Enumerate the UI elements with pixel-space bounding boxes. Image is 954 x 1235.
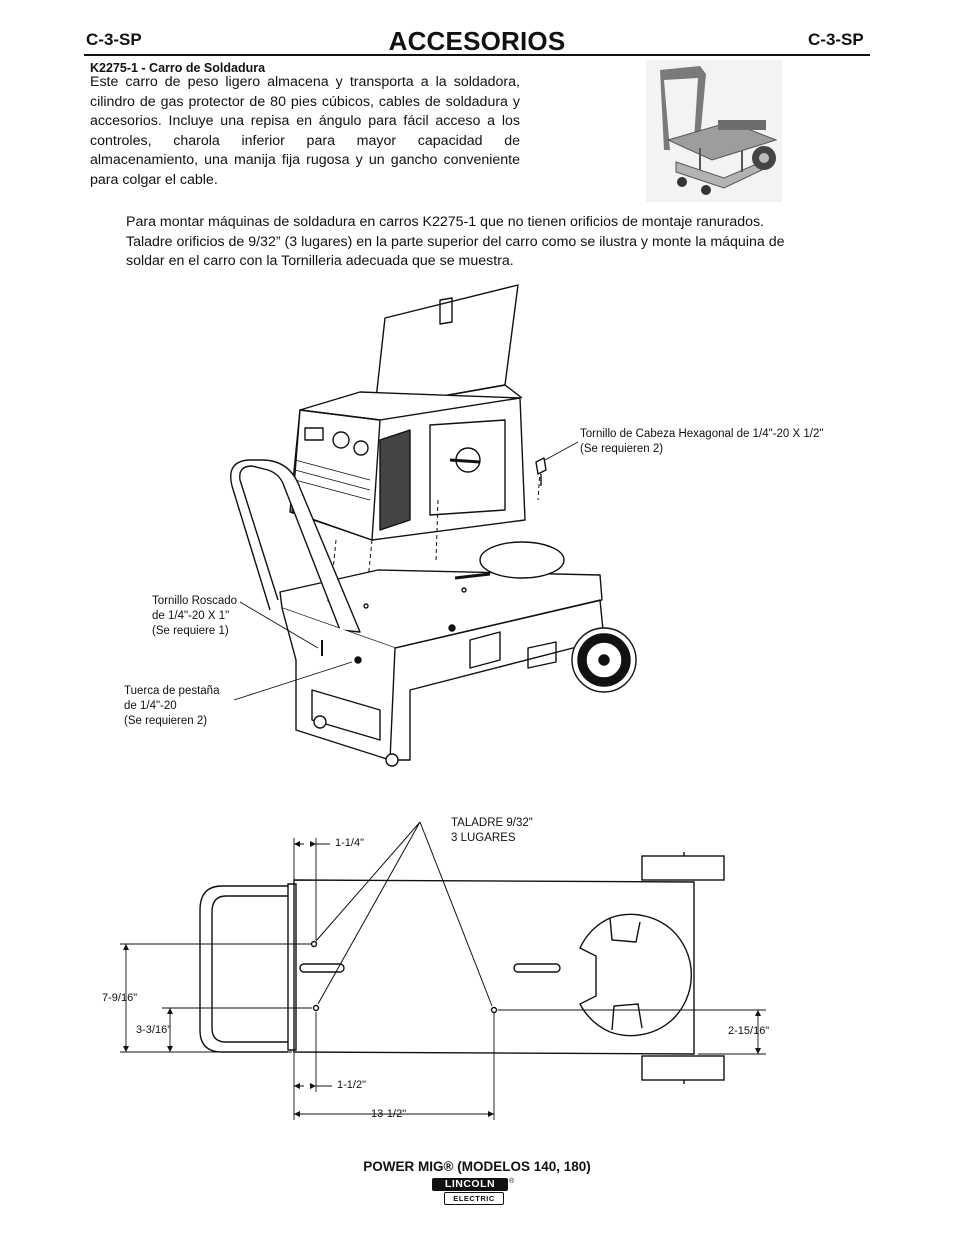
dimension-3-3-16: 3-3/16"	[136, 1024, 172, 1036]
dimension-2-15-16: 2-15/16"	[728, 1025, 770, 1037]
hex-screw-callout-line2: (Se requieren 2)	[580, 443, 664, 455]
logo-bottom-text: ELECTRIC	[444, 1192, 504, 1205]
lincoln-electric-logo: LINCOLN ELECTRIC ®	[432, 1178, 515, 1208]
section-heading: K2275-1 - Carro de Soldadura	[90, 61, 266, 75]
drill-note-line1: TALADRE 9/32"	[451, 817, 533, 829]
dimension-13-1-2: 13-1/2"	[371, 1108, 407, 1120]
hex-screw-callout-line1: Tornillo de Cabeza Hexagonal de 1/4"-20 …	[580, 428, 824, 440]
page-title: ACCESORIOS	[388, 26, 566, 56]
dimension-1-1-4: 1-1/4"	[335, 837, 364, 849]
logo-top-text: LINCOLN	[432, 1178, 508, 1191]
thread-screw-callout-line2: de 1/4"-20 X 1"	[152, 610, 230, 622]
drill-note: TALADRE 9/32" 3 LUGARES	[451, 816, 533, 846]
page-code-right: C-3-SP	[808, 30, 864, 49]
drill-note-line2: 3 LUGARES	[451, 832, 516, 844]
page-code-left: C-3-SP	[86, 30, 142, 49]
dimension-7-9-16: 7-9/16"	[102, 992, 138, 1004]
thread-screw-callout-line3: (Se requiere 1)	[152, 625, 229, 637]
section-body: Este carro de peso ligero almacena y tra…	[90, 74, 520, 188]
cart-photo-image	[646, 60, 782, 202]
flange-nut-callout: Tuerca de pestaña de 1/4"-20 (Se requier…	[124, 684, 219, 729]
thread-screw-callout: Tornillo Roscado de 1/4"-20 X 1" (Se req…	[152, 594, 237, 639]
hex-screw-callout: Tornillo de Cabeza Hexagonal de 1/4"-20 …	[580, 427, 823, 457]
header-divider	[84, 54, 870, 56]
thread-screw-callout-line1: Tornillo Roscado	[152, 595, 238, 607]
flange-nut-callout-line2: de 1/4"-20	[124, 700, 177, 712]
logo-registered-mark: ®	[509, 1178, 515, 1185]
footer-product-title: POWER MIG® (MODELOS 140, 180)	[363, 1159, 591, 1174]
dimension-1-1-2: 1-1/2"	[337, 1079, 366, 1091]
mounting-instructions: Para montar máquinas de soldadura en car…	[126, 214, 785, 269]
flange-nut-callout-line3: (Se requieren 2)	[124, 715, 208, 727]
flange-nut-callout-line1: Tuerca de pestaña	[124, 685, 220, 697]
